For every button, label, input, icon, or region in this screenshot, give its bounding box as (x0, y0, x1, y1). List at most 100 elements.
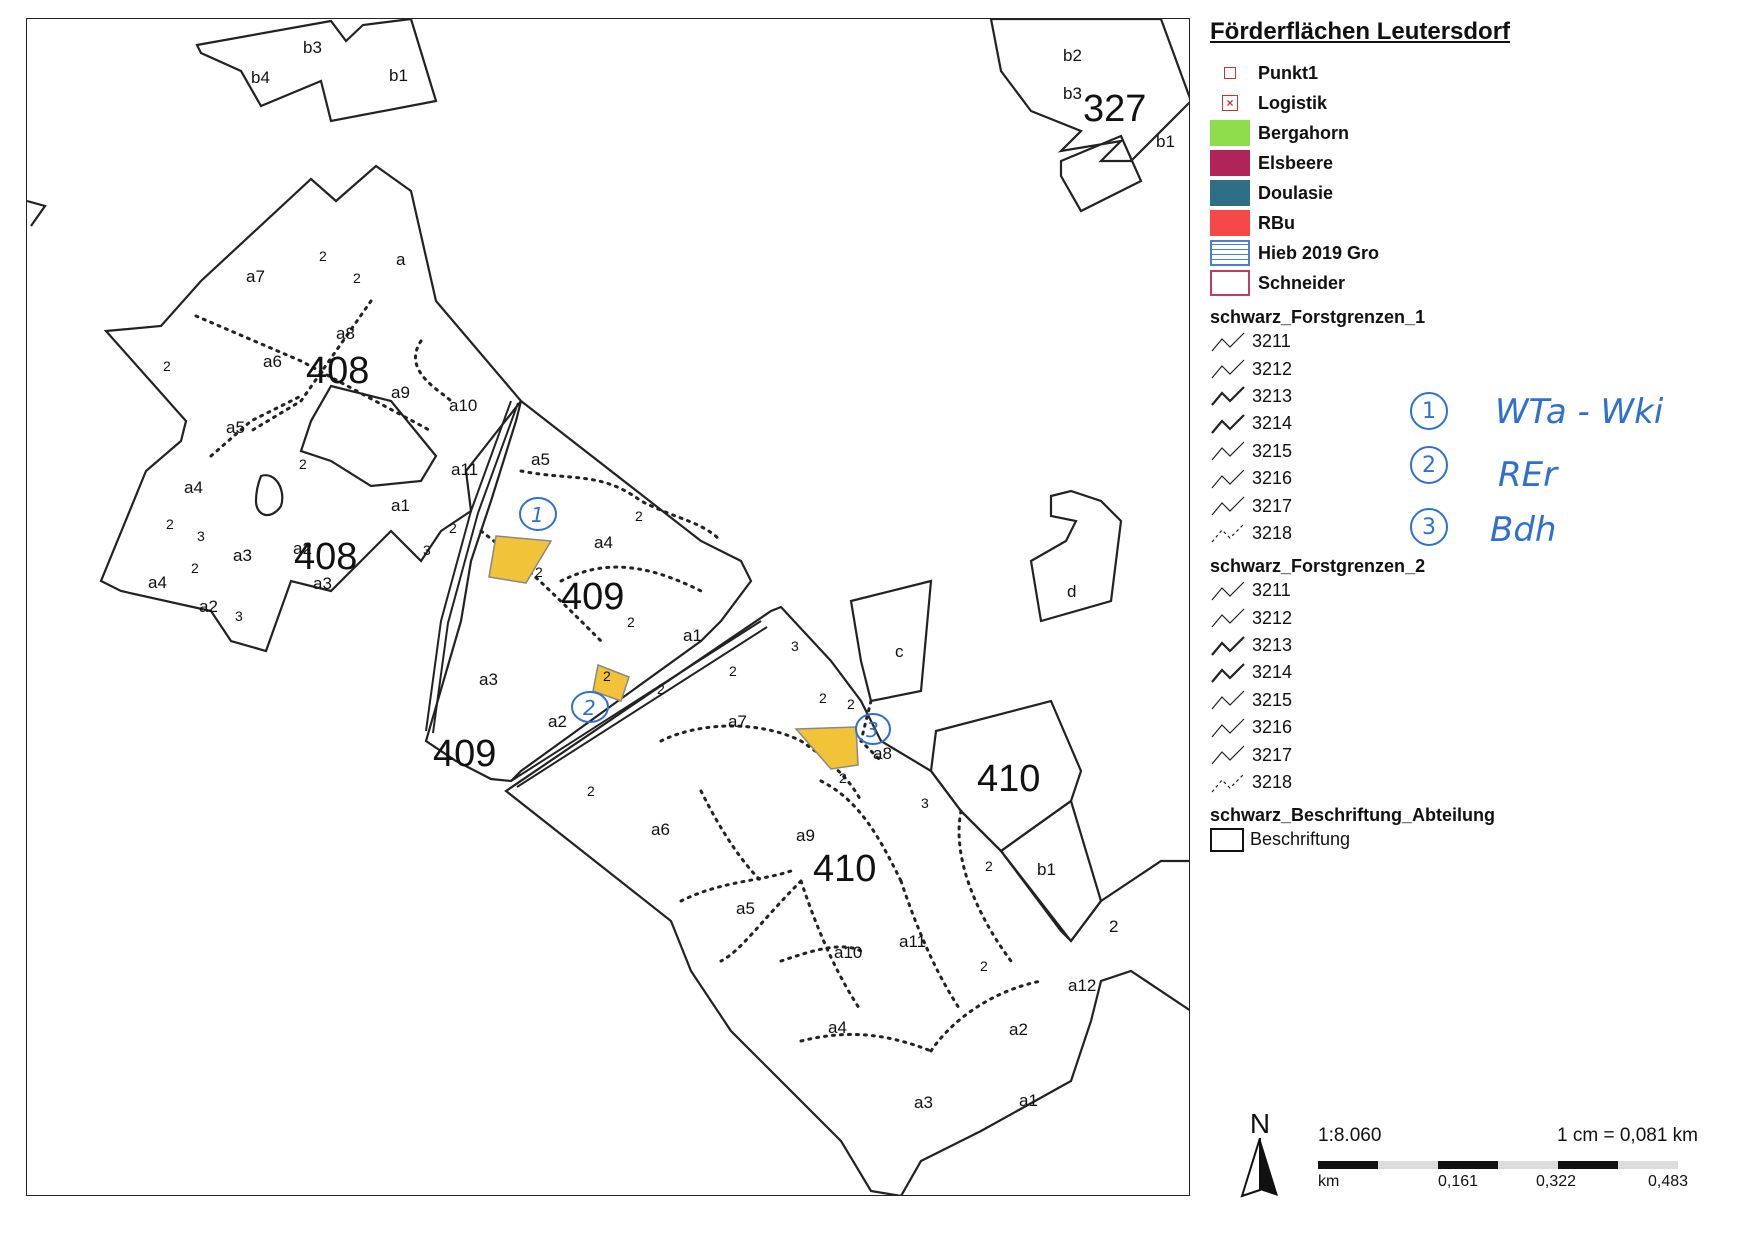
line-style-icon (1211, 663, 1245, 683)
svg-text:c: c (895, 642, 904, 661)
legend-label: Schneider (1258, 272, 1346, 293)
svg-text:3: 3 (197, 528, 205, 544)
svg-text:a: a (396, 250, 406, 269)
svg-text:2: 2 (191, 560, 199, 576)
line-code: 3218 (1252, 522, 1293, 543)
legend-row-doulasie: Doulasie (1210, 178, 1730, 208)
line-style-icon (1211, 608, 1245, 628)
north-label: N (1249, 1108, 1271, 1139)
svg-text:a3: a3 (914, 1093, 933, 1112)
line-code: 3211 (1252, 331, 1291, 352)
line-style-icon (1211, 386, 1245, 407)
group2-lines: 3211 3212 3213 3214 3215 3216 3217 3218 (1210, 577, 1730, 796)
legend-row-elsbeere: Elsbeere (1210, 148, 1730, 178)
svg-text:a8: a8 (336, 324, 355, 343)
promotion-areas (488, 535, 859, 770)
note-3-text: Bdh (1490, 510, 1557, 550)
group3-title: schwarz_Beschriftung_Abteilung (1210, 805, 1496, 826)
scale-tick-3: 0,483 (1648, 1173, 1689, 1190)
legend-label: Doulasie (1258, 182, 1334, 203)
note-1-circle: 1 (1410, 392, 1448, 430)
scale-equiv: 1 cm = 0,081 km (1557, 1125, 1698, 1146)
north-arrow-icon (1240, 1137, 1278, 1198)
line-code: 3217 (1252, 744, 1293, 765)
group1-row-3218: 3218 (1210, 520, 1730, 547)
svg-text:2: 2 (847, 696, 855, 712)
svg-text:a12: a12 (1068, 976, 1096, 995)
line-style-icon (1211, 496, 1245, 516)
legend-row-hieb-2019-gro: Hieb 2019 Gro (1210, 238, 1730, 268)
beschriftung-label: Beschriftung (1250, 829, 1351, 850)
line-code: 3214 (1252, 662, 1293, 683)
svg-text:a1: a1 (391, 496, 410, 515)
line-code: 3213 (1252, 385, 1293, 406)
svg-text:a1: a1 (683, 626, 702, 645)
svg-text:a2: a2 (199, 597, 218, 616)
line-code: 3216 (1252, 468, 1293, 489)
svg-text:3: 3 (423, 542, 431, 558)
area-3 (794, 726, 859, 770)
compartment-lines (194, 299, 1043, 1053)
svg-text:a6: a6 (263, 352, 282, 371)
group2-row-3218: 3218 (1210, 769, 1730, 796)
svg-text:2: 2 (657, 681, 665, 697)
svg-text:3: 3 (235, 608, 243, 624)
fill-swatch-icon (1210, 120, 1250, 146)
fill-swatch-icon (1210, 180, 1250, 206)
map-markers (519, 497, 891, 745)
svg-text:a3: a3 (233, 546, 252, 565)
group1-row-3214: 3214 (1210, 410, 1730, 437)
line-code: 3213 (1252, 635, 1293, 656)
line-style-icon (1211, 469, 1245, 489)
svg-text:3: 3 (921, 795, 929, 811)
legend-label: Elsbeere (1258, 152, 1334, 173)
svg-text:a2: a2 (548, 712, 567, 731)
group2-row-3211: 3211 (1210, 577, 1730, 604)
svg-text:2: 2 (839, 770, 847, 786)
line-code: 3211 (1252, 580, 1291, 601)
legend-row-logistik: ×Logistik (1210, 88, 1730, 118)
scale-tick-1: 0,161 (1438, 1173, 1479, 1190)
svg-text:2: 2 (627, 614, 635, 630)
svg-text:2: 2 (985, 858, 993, 874)
boxed-x-icon: × (1210, 90, 1250, 116)
svg-text:2: 2 (353, 270, 361, 286)
svg-text:2: 2 (729, 663, 737, 679)
road-lines (425, 400, 768, 788)
legend-row-bergahorn: Bergahorn (1210, 118, 1730, 148)
group1-row-3217: 3217 (1210, 492, 1730, 519)
district-410-a: 410 (977, 758, 1040, 800)
marker-3-text: 3 (866, 718, 879, 742)
group1-row-3212: 3212 (1210, 355, 1730, 382)
fill-swatch-icon (1210, 150, 1250, 176)
north-arrow: N (1238, 1110, 1282, 1200)
line-code: 3216 (1252, 717, 1293, 738)
svg-text:b1: b1 (1156, 132, 1175, 151)
svg-text:2: 2 (319, 248, 327, 264)
note-3-circle: 3 (1410, 508, 1448, 546)
svg-text:b3: b3 (303, 38, 322, 57)
note-2-circle: 2 (1410, 446, 1448, 484)
svg-text:2: 2 (299, 456, 307, 472)
svg-text:a5: a5 (736, 899, 755, 918)
svg-text:2: 2 (635, 508, 643, 524)
scale: 1:8.060 1 cm = 0,081 km km 0,161 0,322 0… (1318, 1125, 1698, 1193)
svg-text:2: 2 (1109, 917, 1118, 936)
line-code: 3212 (1252, 607, 1293, 628)
line-style-icon (1211, 359, 1245, 379)
svg-text:b2: b2 (1063, 46, 1082, 65)
legend-title: Förderflächen Leutersdorf (1210, 18, 1511, 45)
svg-text:a6: a6 (651, 820, 670, 839)
label-box-icon (1210, 827, 1244, 852)
svg-text:a3: a3 (479, 670, 498, 689)
district-409-b: 409 (433, 733, 496, 775)
district-408-a: 408 (306, 350, 369, 392)
group2-row-3216: 3216 (1210, 714, 1730, 741)
area-2 (592, 663, 630, 702)
line-code: 3215 (1252, 689, 1293, 710)
svg-text:2: 2 (819, 690, 827, 706)
